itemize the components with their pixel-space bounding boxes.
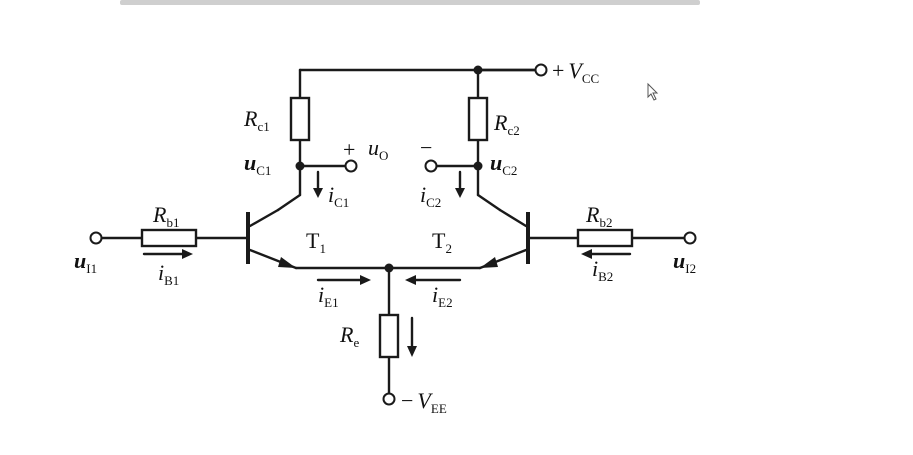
vcc-junction-dot [473,65,483,75]
ui2-terminal [683,231,697,245]
ui2-label: uI2 [673,248,696,276]
ui1-label: uI1 [74,248,97,276]
rb1-resistor [140,228,198,248]
vcc-terminal [534,63,548,77]
uo-minus-sign: − [420,135,432,160]
uc1-label: uC1 [244,150,271,178]
re-resistor [378,313,400,359]
rc2-resistor [467,96,489,142]
ib1-label: iB1 [158,260,179,288]
uc1-junction-dot [295,161,305,171]
rc1-label: Rc1 [243,106,270,134]
t1-collector-lead [276,193,302,212]
uo-plus-sign: + [343,137,355,162]
ic2-label: iC2 [420,182,441,210]
t2-label: T2 [432,228,452,256]
ib2-label: iB2 [592,256,613,284]
ie2-arrow [405,275,462,285]
t1-emitter-arrow [278,257,296,268]
ie1-label: iE1 [318,282,339,310]
rc1-resistor [289,96,311,142]
rb2-resistor [576,228,634,248]
ie1-arrow [316,275,371,285]
uo-label: uO [368,135,388,163]
vee-label: −VEE [401,388,447,416]
uo-minus-terminal [424,159,438,173]
t1-label: T1 [306,228,326,256]
re-current-arrow [407,316,417,357]
rc2-label: Rc2 [493,110,520,138]
ie2-label: iE2 [432,282,453,310]
uc2-label: uC2 [490,150,517,178]
emitter-junction-dot [384,263,394,273]
t2-collector-lead [476,193,502,212]
uc2-junction-dot [473,161,483,171]
t1-collector [248,208,280,228]
re-label: Re [339,322,359,350]
ic1-label: iC1 [328,182,349,210]
t2-collector [498,208,528,228]
ib1-arrow [142,249,193,259]
ui1-terminal [89,231,103,245]
vcc-label: +VCC [552,58,599,86]
ic1-arrow [313,170,323,198]
uo-plus-terminal [344,159,358,173]
ib2-arrow [581,249,632,259]
t2-emitter-arrow [480,257,498,268]
ic2-arrow [455,170,465,198]
mouse-pointer-icon [647,82,659,101]
rb1-label: Rb1 [152,202,179,230]
cropped-caption-remnant [120,0,700,5]
vee-terminal [382,392,396,406]
rb2-label: Rb2 [585,202,612,230]
